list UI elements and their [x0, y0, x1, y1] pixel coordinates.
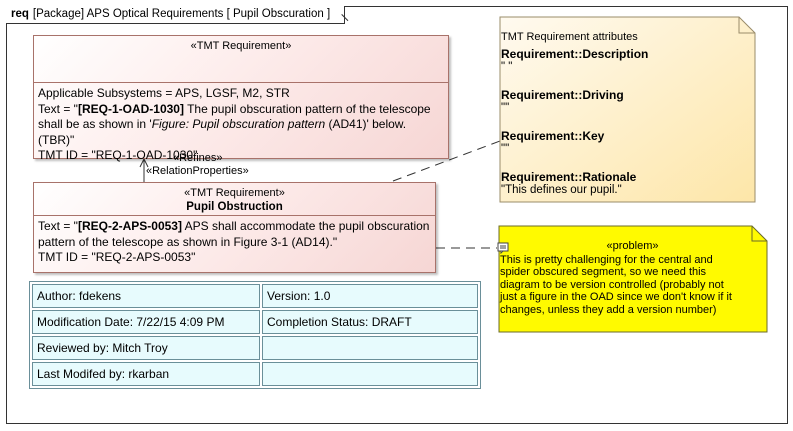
- table-row: Modification Date: 7/22/15 4:09 PM Compl…: [32, 310, 478, 334]
- requirement-text: Text = "[REQ-1-OAD-1030] The pupil obscu…: [38, 102, 444, 149]
- problem-text: This is pretty challenging for the centr…: [500, 253, 732, 316]
- table-cell: Version: 1.0: [262, 284, 478, 308]
- problem-stereotype: «problem»: [606, 240, 659, 252]
- note-shape: [498, 225, 768, 333]
- requirement-text: Text = "[REQ-2-APS-0053] APS shall accom…: [38, 219, 431, 250]
- table-cell: Author: fdekens: [32, 284, 260, 308]
- text-figure-reference: Figure: Pupil obscuration pattern: [151, 117, 326, 131]
- requirement-body: Text = "[REQ-2-APS-0053] APS shall accom…: [34, 216, 435, 269]
- attribute-value: "This defines our pupil.": [501, 184, 622, 196]
- attribute-name: Requirement::Rationale: [501, 169, 637, 184]
- frame-title: [Package] APS Optical Requirements [ Pup…: [32, 8, 331, 20]
- problem-icon: [497, 242, 509, 254]
- table-cell: [262, 336, 478, 360]
- attributes-note-anchor[interactable]: [392, 140, 501, 182]
- attribute-name: Requirement::Key: [501, 128, 605, 143]
- note-caption: TMT Requirement attributes: [501, 31, 638, 43]
- text-body: The pupil obscuration pattern of the tel…: [38, 101, 431, 132]
- table-cell: Last Modifed by: rkarban: [32, 362, 260, 386]
- attribute-name: Requirement::Description: [501, 46, 649, 61]
- relation-labels: «Refines» «RelationProperties»: [146, 152, 249, 178]
- attribute-entry: Requirement::Rationale "This defines our…: [501, 169, 753, 198]
- relation-properties-label: «RelationProperties»: [146, 165, 249, 177]
- diagram-info-table: Author: fdekens Version: 1.0 Modificatio…: [29, 281, 481, 389]
- tmt-id: TMT ID = "REQ-2-APS-0053": [38, 250, 196, 264]
- text-id: [REQ-2-APS-0053]: [77, 219, 182, 233]
- note-shape: [499, 16, 756, 203]
- table-row: Last Modifed by: rkarban: [32, 362, 478, 386]
- requirement-name: Pupil Obstruction: [186, 201, 283, 213]
- tmt-id: TMT ID = "REQ-1-OAD-1030": [38, 148, 198, 162]
- requirement-pupil-obstruction[interactable]: «TMT Requirement» Pupil Obstruction Text…: [33, 182, 436, 273]
- refines-arrowhead: [139, 157, 149, 168]
- attribute-value: " ": [501, 61, 513, 73]
- table-cell: Completion Status: DRAFT: [262, 310, 478, 334]
- refines-label: «Refines»: [173, 152, 223, 164]
- requirement-stereotype: «TMT Requirement»: [184, 187, 285, 199]
- attribute-value: "": [501, 102, 510, 114]
- table-row: Author: fdekens Version: 1.0: [32, 284, 478, 308]
- requirement-stereotype: «TMT Requirement»: [190, 40, 292, 52]
- table-cell: Reviewed by: Mitch Troy: [32, 336, 260, 360]
- attribute-name: Requirement::Driving: [501, 87, 624, 102]
- applicable-subsystems: Applicable Subsystems = APS, LGSF, M2, S…: [38, 86, 290, 100]
- text-prefix: Text = ": [38, 101, 78, 116]
- frame-kind: req: [11, 8, 29, 20]
- attributes-note[interactable]: TMT Requirement attributes Requirement::…: [497, 14, 757, 204]
- attribute-value: "": [501, 143, 510, 155]
- table-cell: Modification Date: 7/22/15 4:09 PM: [32, 310, 260, 334]
- diagram-frame-tab: req[Package] APS Optical Requirements [ …: [6, 6, 346, 24]
- text-body-end: (AD41)' below. (TBR)": [38, 117, 407, 147]
- attribute-entry: Requirement::Driving "": [501, 87, 753, 116]
- text-body: APS shall accommodate the pupil obscurat…: [38, 219, 430, 249]
- text-id: [REQ-1-OAD-1030]: [77, 101, 184, 116]
- requirement-body: Applicable Subsystems = APS, LGSF, M2, S…: [34, 83, 448, 167]
- problem-note[interactable]: «problem» This is pretty challenging for…: [497, 224, 769, 334]
- table-row: Reviewed by: Mitch Troy: [32, 336, 478, 360]
- attribute-entry: Requirement::Key "": [501, 128, 753, 157]
- attribute-entry: Requirement::Description " ": [501, 46, 753, 75]
- compartment-divider: [34, 215, 435, 216]
- table-cell: [262, 362, 478, 386]
- requirement-req-1-oad-1030[interactable]: «TMT Requirement» Applicable Subsystems …: [33, 35, 449, 162]
- text-prefix: Text = ": [38, 219, 78, 233]
- compartment-divider: [34, 82, 448, 83]
